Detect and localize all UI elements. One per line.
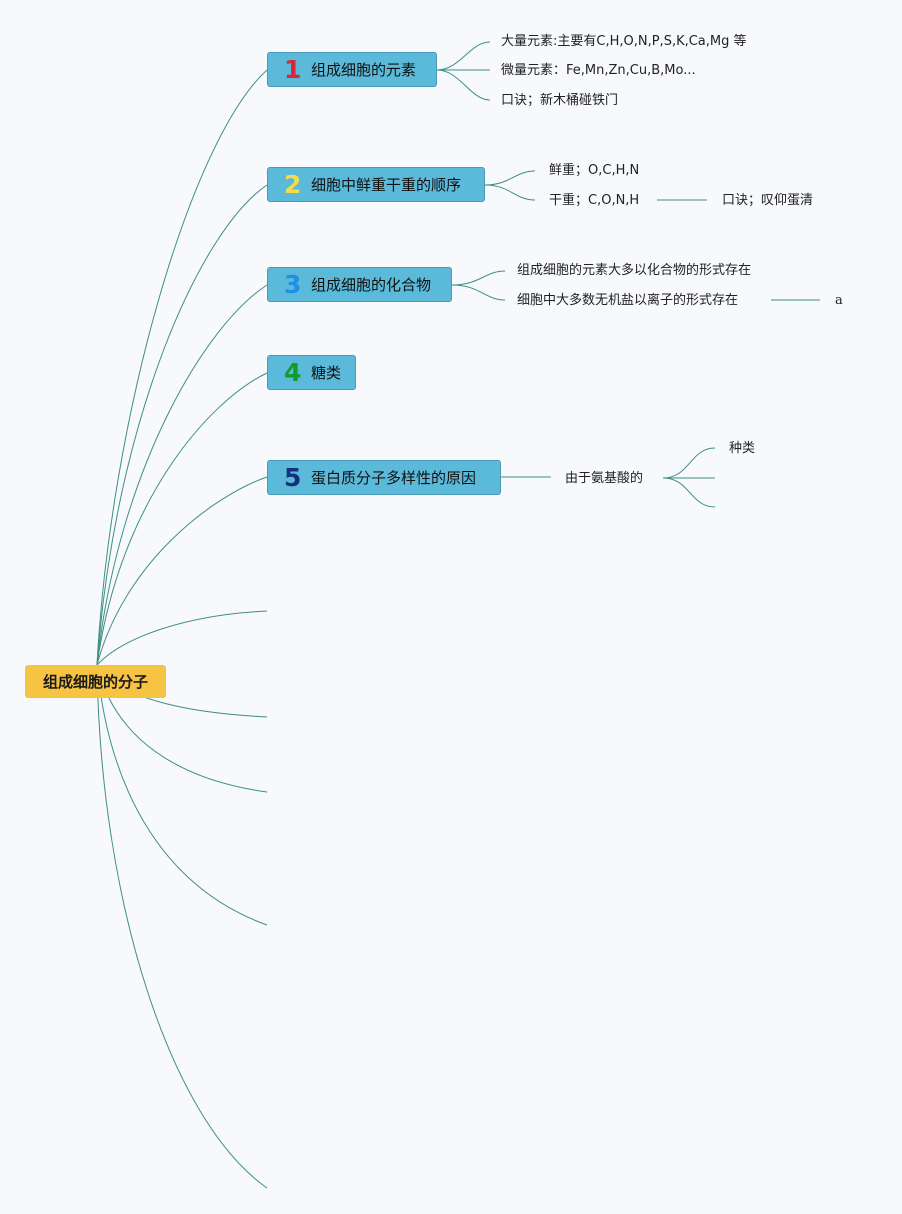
topic-node-2[interactable]: 2 细胞中鲜重干重的顺序: [267, 167, 485, 202]
topic2-child-2[interactable]: 干重；C,O,N,H: [549, 193, 640, 208]
topic-number-2-icon: 2: [284, 170, 302, 199]
topic-node-5[interactable]: 5 蛋白质分子多样性的原因: [267, 460, 501, 495]
topic5-subchild-1[interactable]: 种类: [729, 441, 756, 456]
connector-root-topic2: [96, 184, 268, 666]
topic2-child-1[interactable]: 鲜重；O,C,H,N: [549, 163, 640, 178]
connector-root-topic3: [96, 284, 268, 666]
topic2-subchild[interactable]: 口诀；叹仰蛋清: [722, 193, 814, 208]
topic1-child-1[interactable]: 大量元素:主要有C,H,O,N,P,S,K,Ca,Mg 等: [501, 34, 747, 49]
connector-root-empty-5: [96, 664, 268, 1189]
topic-label-3: 组成细胞的化合物: [311, 276, 432, 294]
connector-root-empty-4: [96, 664, 268, 926]
connector-topic1-child1: [436, 41, 491, 71]
topic3-subchild[interactable]: a: [835, 293, 843, 308]
topic-label-4: 糖类: [311, 364, 342, 382]
connector-root-topic1: [96, 69, 268, 666]
topic5-child[interactable]: 由于氨基酸的: [565, 471, 644, 486]
connector-root-empty-1: [96, 610, 268, 666]
topic-label-2: 细胞中鲜重干重的顺序: [311, 176, 462, 194]
topic-node-1[interactable]: 1 组成细胞的元素: [267, 52, 437, 87]
connector-topic2-child1: [484, 170, 536, 186]
root-node-label: 组成细胞的分子: [42, 673, 148, 691]
connector-topic2-child2: [484, 184, 536, 201]
topic-node-3[interactable]: 3 组成细胞的化合物: [267, 267, 452, 302]
topic-label-5: 蛋白质分子多样性的原因: [311, 469, 477, 487]
connector-topic3-child2: [451, 284, 506, 301]
topic3-child-2[interactable]: 细胞中大多数无机盐以离子的形式存在: [517, 293, 739, 308]
connector-topic5-sub1: [662, 447, 716, 479]
topic1-child-3[interactable]: 口诀；新木桶碰铁门: [501, 93, 619, 108]
connector-root-topic4: [96, 372, 268, 666]
connector-topic5-sub3: [662, 477, 716, 508]
topic1-child-2[interactable]: 微量元素：Fe,Mn,Zn,Cu,B,Mo...: [501, 63, 696, 78]
connector-topic3-child1: [451, 270, 506, 286]
topic-number-4-icon: 4: [284, 358, 302, 387]
root-node[interactable]: 组成细胞的分子: [25, 665, 166, 698]
topic-label-1: 组成细胞的元素: [311, 61, 417, 79]
topic3-child-1[interactable]: 组成细胞的元素大多以化合物的形式存在: [517, 263, 752, 278]
connector-root-topic5: [96, 476, 268, 666]
connector-topic1-child3: [436, 69, 491, 101]
topic-number-3-icon: 3: [284, 270, 302, 299]
topic-number-1-icon: 1: [284, 55, 302, 84]
topic-node-4[interactable]: 4 糖类: [267, 355, 356, 390]
topic-number-5-icon: 5: [284, 463, 302, 492]
